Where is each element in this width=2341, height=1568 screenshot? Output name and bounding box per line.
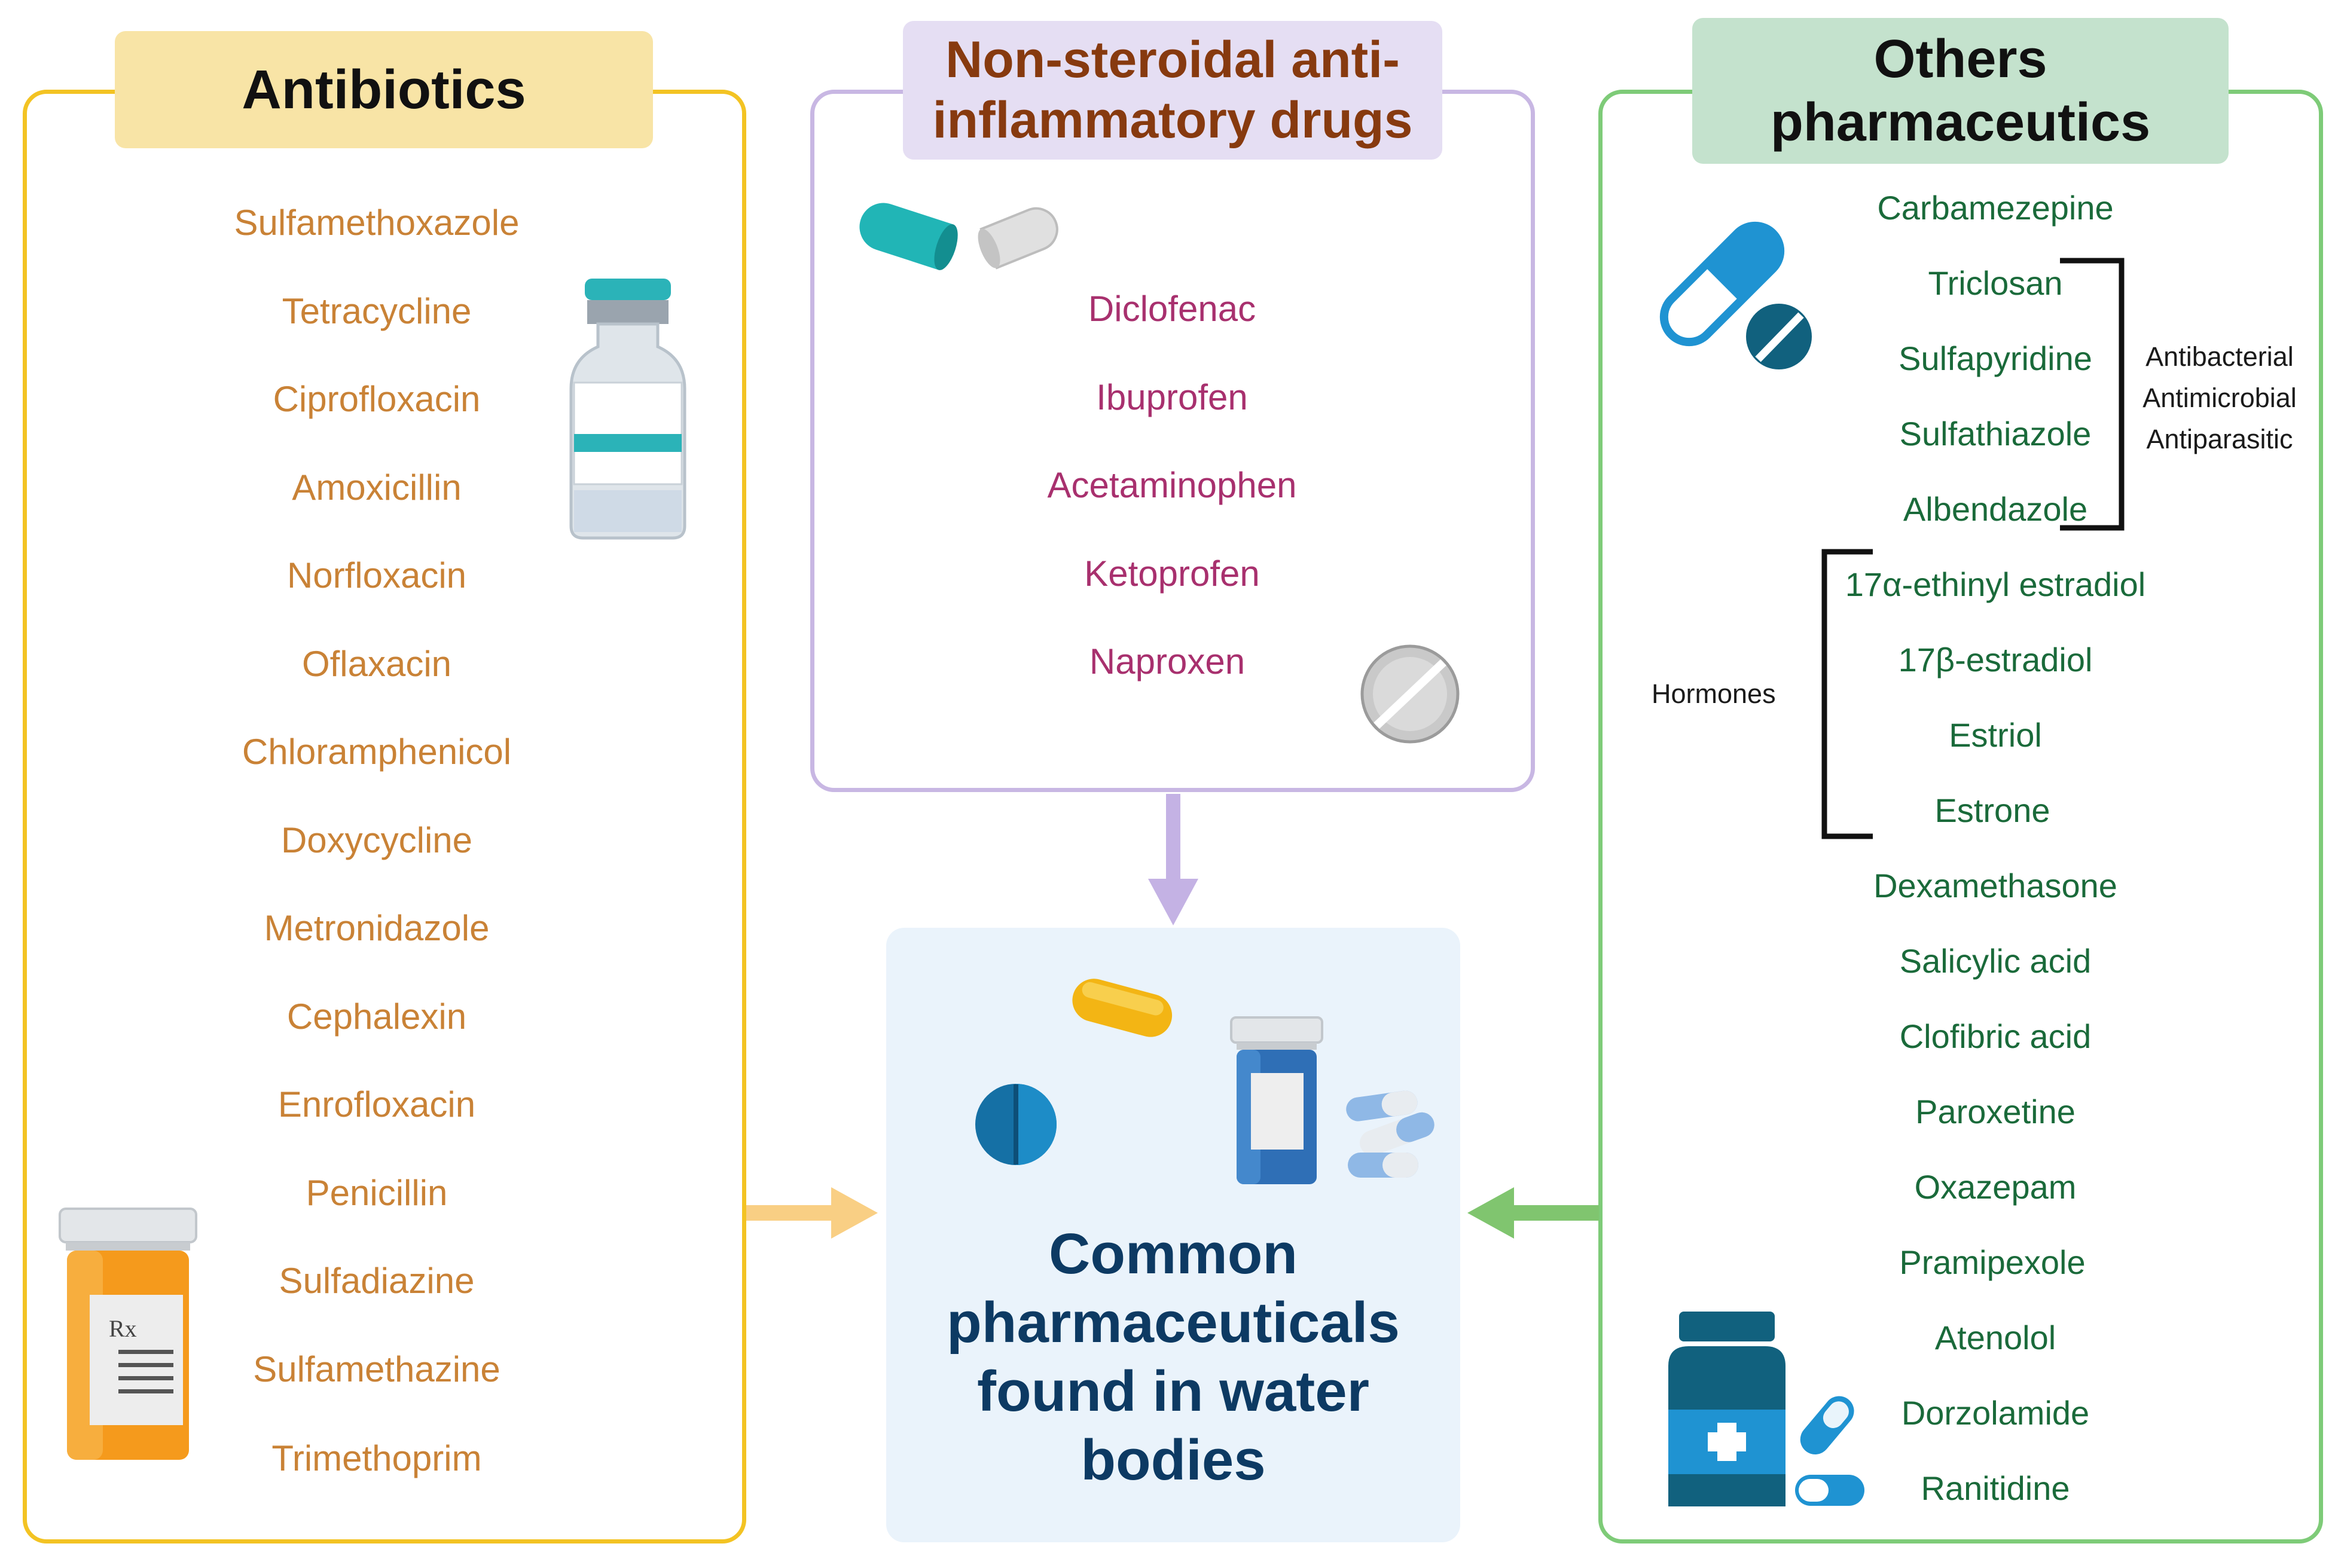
antibiotic-item: Tetracycline bbox=[282, 291, 472, 331]
others-item: Sulfapyridine bbox=[1899, 340, 2092, 377]
antimicrobial-label: Antimicrobial bbox=[2142, 383, 2297, 413]
antibiotic-item: Penicillin bbox=[306, 1173, 448, 1213]
capsule-halves-icon bbox=[859, 203, 1058, 270]
arrow-left bbox=[1467, 1187, 1599, 1239]
nsaid-item: Diclofenac bbox=[1088, 289, 1256, 329]
others-item: Sulfathiazole bbox=[1899, 415, 2092, 453]
blue-tablet-icon bbox=[975, 1084, 1057, 1165]
others-title-line1: Others bbox=[1873, 29, 2047, 89]
others-item: Dorzolamide bbox=[1901, 1394, 2090, 1432]
others-item: Estrone bbox=[1934, 791, 2050, 829]
antibiotic-item: Sulfamethazine bbox=[253, 1349, 500, 1389]
antibiotic-item: Norfloxacin bbox=[286, 555, 467, 595]
hormones-bracket bbox=[1821, 549, 1873, 839]
antibiotic-item: Chloramphenicol bbox=[242, 732, 512, 772]
others-item: Pramipexole bbox=[1899, 1243, 2086, 1281]
others-item: Atenolol bbox=[1934, 1319, 2056, 1356]
rx-symbol: Rx bbox=[109, 1315, 137, 1342]
arrow-down bbox=[1148, 794, 1198, 925]
center-title-line4: bodies bbox=[1081, 1428, 1266, 1492]
nsaid-item: Acetaminophen bbox=[1047, 465, 1297, 505]
nsaid-item: Ibuprofen bbox=[1096, 377, 1248, 417]
capsule-and-pill-icon bbox=[1659, 221, 1812, 369]
center-title-line3: found in water bbox=[977, 1359, 1369, 1423]
capsules-icon bbox=[1346, 1090, 1434, 1178]
antibiotic-item: Sulfadiazine bbox=[279, 1261, 475, 1301]
antibiotic-item: Metronidazole bbox=[264, 908, 490, 948]
antibiotics-header: Antibiotics bbox=[115, 31, 653, 148]
tablet-icon bbox=[1360, 644, 1460, 744]
others-header: Others pharmaceutics bbox=[1692, 18, 2229, 164]
others-item: Albendazole bbox=[1903, 490, 2088, 528]
others-item: Ranitidine bbox=[1921, 1469, 2070, 1507]
others-item: Oxazepam bbox=[1914, 1168, 2077, 1206]
nsaid-title-line2: inflammatory drugs bbox=[932, 91, 1413, 149]
nsaid-item: Naproxen bbox=[1089, 641, 1246, 681]
arrow-right bbox=[746, 1187, 878, 1239]
antibiotic-item: Cephalexin bbox=[286, 997, 467, 1037]
medicine-bottle-icon bbox=[1668, 1312, 1864, 1506]
others-item: Salicylic acid bbox=[1899, 942, 2092, 980]
center-title-line2: pharmaceuticals bbox=[947, 1291, 1400, 1355]
antibiotics-title: Antibiotics bbox=[242, 59, 526, 120]
antibiotic-item: Ciprofloxacin bbox=[273, 379, 481, 419]
nsaid-item: Ketoprofen bbox=[1084, 554, 1260, 594]
antibacterial-group-label: Antibacterial Antimicrobial Antiparasiti… bbox=[2130, 336, 2309, 460]
antibiotic-item: Sulfamethoxazole bbox=[234, 203, 520, 243]
center-title-line1: Common bbox=[1049, 1222, 1298, 1286]
antibiotic-item: Amoxicillin bbox=[292, 467, 462, 508]
nsaid-header: Non-steroidal anti- inflammatory drugs bbox=[903, 21, 1442, 160]
yellow-pill-icon bbox=[1072, 979, 1173, 1037]
nsaid-title-line1: Non-steroidal anti- bbox=[945, 30, 1400, 88]
center-title: Common pharmaceuticals found in water bo… bbox=[886, 1219, 1460, 1494]
antibiotic-item: Enrofloxacin bbox=[277, 1084, 476, 1124]
others-item: 17α-ethinyl estradiol bbox=[1845, 566, 2146, 603]
prescription-bottle-icon: Rx bbox=[59, 1208, 197, 1460]
antibiotic-item: Doxycycline bbox=[280, 820, 473, 860]
others-item: Carbamezepine bbox=[1877, 189, 2114, 227]
others-title-line2: pharmaceutics bbox=[1770, 93, 2151, 152]
others-item: Clofibric acid bbox=[1899, 1017, 2092, 1055]
vial-icon bbox=[569, 279, 686, 540]
antibiotic-item: Oflaxacin bbox=[301, 644, 452, 684]
others-item: Dexamethasone bbox=[1873, 867, 2117, 904]
others-item: Paroxetine bbox=[1915, 1093, 2076, 1130]
pill-bottle-icon bbox=[1230, 1016, 1323, 1184]
others-item: Triclosan bbox=[1928, 264, 2063, 302]
antibiotic-item: Trimethoprim bbox=[271, 1438, 482, 1478]
hormones-label: Hormones bbox=[1652, 678, 1776, 709]
center-box bbox=[886, 928, 1460, 1542]
antiparasitic-label: Antiparasitic bbox=[2146, 424, 2293, 454]
antibacterial-bracket bbox=[2060, 258, 2125, 531]
others-item: Estriol bbox=[1949, 716, 2042, 754]
others-item: 17β-estradiol bbox=[1898, 641, 2093, 678]
antibacterial-label: Antibacterial bbox=[2145, 341, 2294, 372]
